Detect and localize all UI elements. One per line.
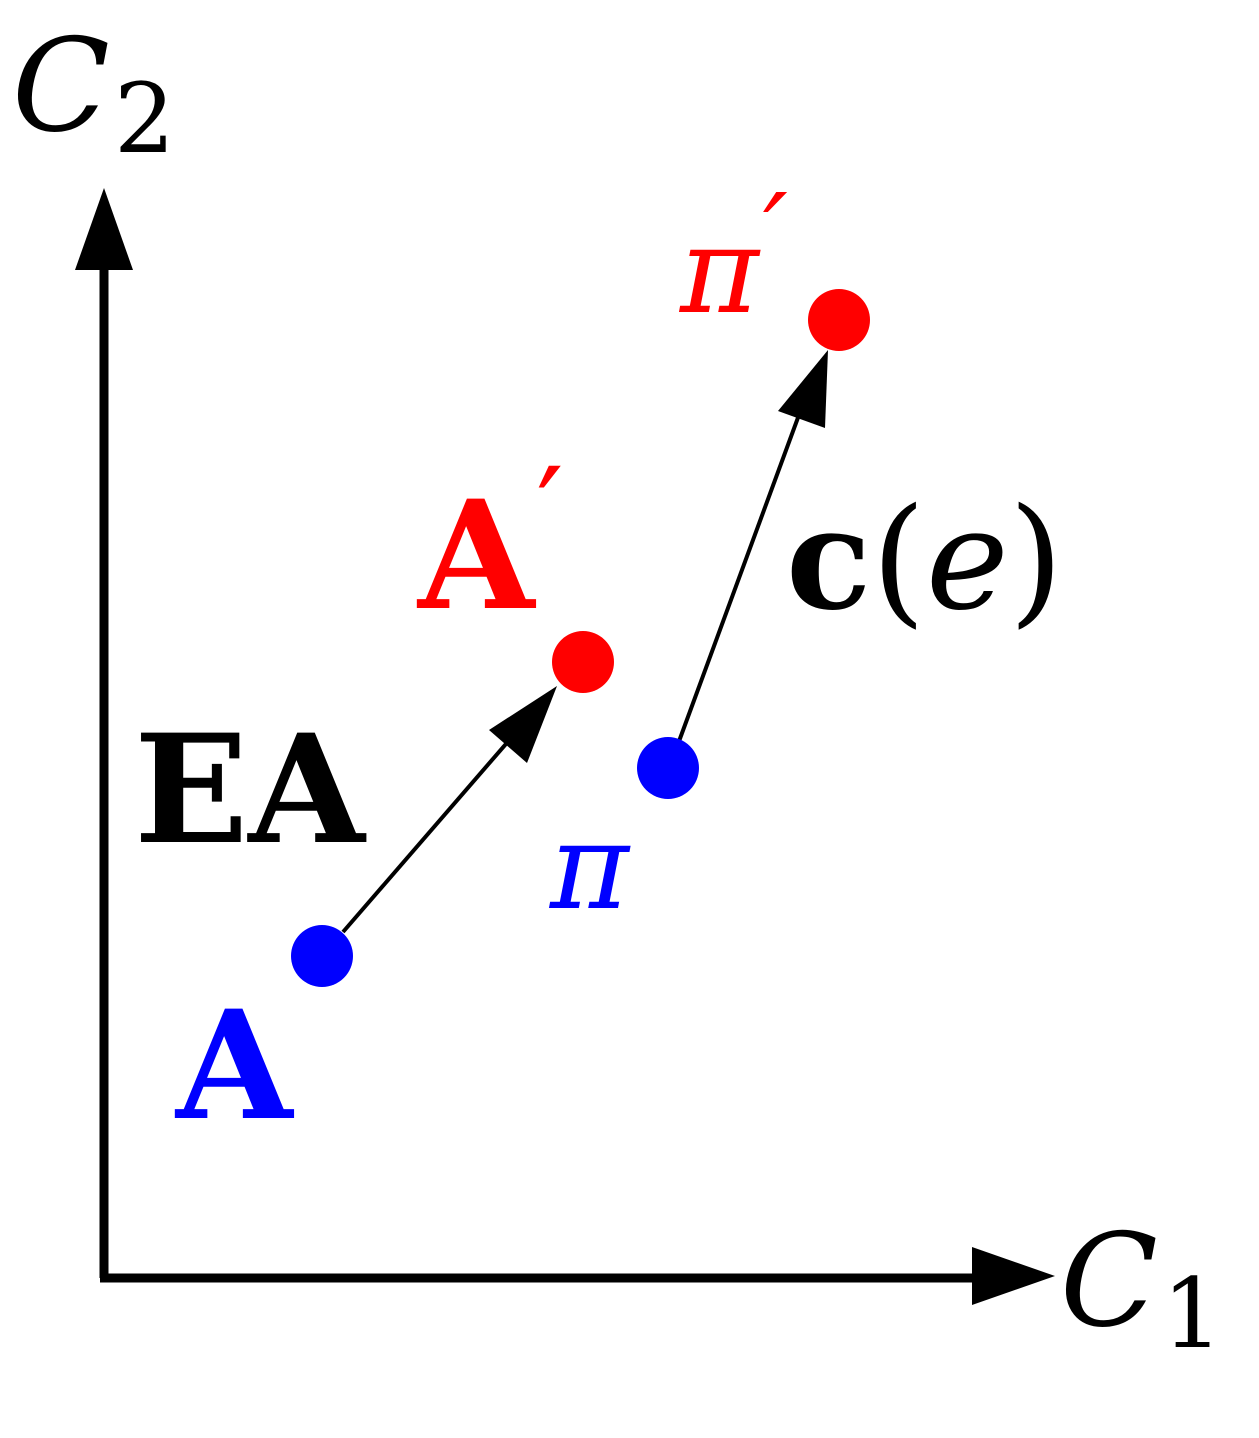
y-axis-arrowhead — [75, 188, 133, 270]
label-c-e: c(e) — [786, 478, 1063, 642]
label-pi-prime-mark: ′ — [763, 170, 788, 298]
label-a-prime-base: A — [416, 468, 537, 644]
point-a — [291, 925, 353, 987]
label-c-e-close: ) — [1009, 479, 1064, 642]
y-axis-label-sub: 2 — [114, 63, 175, 175]
label-pi-prime-base: π — [678, 202, 761, 341]
label-pi-prime: π′ — [678, 170, 788, 341]
arrow-ea-shaft — [341, 728, 520, 934]
label-c-e-open: ( — [871, 479, 926, 642]
x-axis-label-base: C — [1060, 1207, 1158, 1356]
label-ea: EA — [134, 702, 367, 878]
point-a-prime — [552, 631, 614, 693]
arrow-c-e-shaft — [676, 403, 805, 745]
axes — [75, 188, 1055, 1305]
arrow-c-e-head — [778, 350, 828, 428]
arrow-ea — [341, 686, 557, 934]
x-axis-arrowhead — [972, 1247, 1055, 1305]
arrow-ea-head — [489, 686, 557, 763]
y-axis-label-base: C — [12, 12, 110, 161]
label-c-e-bold: c — [786, 478, 871, 642]
arrow-c-e — [676, 350, 828, 745]
point-pi — [637, 737, 699, 799]
label-a-prime: A′ — [416, 443, 564, 644]
point-pi-prime — [808, 289, 870, 351]
y-axis-label: C2 — [12, 12, 175, 175]
label-c-e-var: e — [926, 479, 1009, 642]
label-pi: π — [548, 798, 631, 937]
x-axis-label-sub: 1 — [1162, 1258, 1223, 1370]
x-axis-label: C1 — [1060, 1207, 1223, 1370]
label-a-prime-mark: ′ — [536, 443, 563, 582]
label-a: A — [174, 978, 295, 1154]
